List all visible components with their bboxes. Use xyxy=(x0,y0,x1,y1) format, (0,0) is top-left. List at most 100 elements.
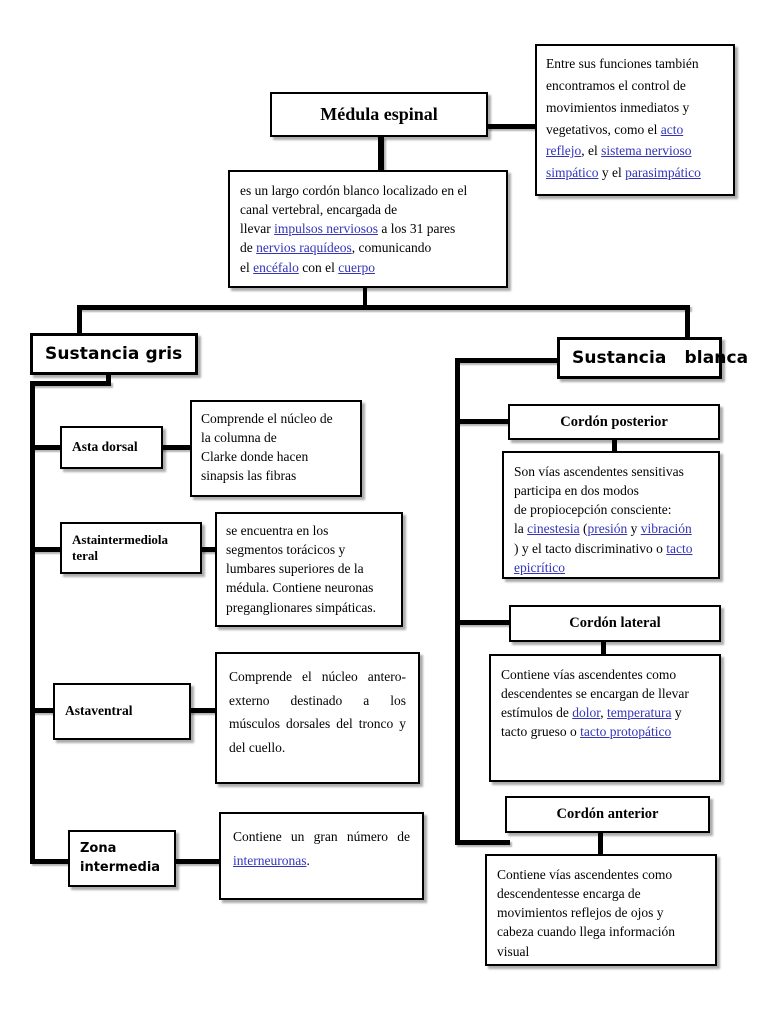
connector-right-spine xyxy=(455,358,460,844)
desc-asta-ventral[interactable]: Comprende el núcleo antero-externo desti… xyxy=(215,652,420,784)
node-cordon-anterior-label: Cordón anterior xyxy=(556,806,659,822)
desc-asta-intermediolateral-text: se encuentra en los segmentos torácicos … xyxy=(226,521,392,617)
note-funciones[interactable]: Entre sus funciones también encontramos … xyxy=(535,44,735,196)
link-sistema-nervioso-simpatico[interactable]: sistema nervioso simpático xyxy=(546,143,692,181)
connector-zona-intermedia-to-desc xyxy=(176,859,221,864)
link-dolor[interactable]: dolor xyxy=(572,705,601,721)
connector-stub-asta-ventral xyxy=(30,708,62,713)
desc-line: descendentesse encarga de xyxy=(497,886,641,902)
link-acto-reflejo[interactable]: acto reflejo xyxy=(546,121,684,159)
node-sustancia-blanca[interactable]: Sustancia blanca xyxy=(557,337,748,379)
connector-gris-elbow xyxy=(30,381,111,386)
link-encefalo[interactable]: encéfalo xyxy=(253,259,299,275)
connector-definition-stem xyxy=(363,287,367,309)
desc-zona-intermedia[interactable]: Contiene un gran número de interneuronas… xyxy=(219,812,424,900)
link-interneuronas[interactable]: interneuronas xyxy=(233,852,307,868)
desc-line: participa en dos modos xyxy=(514,483,639,499)
connector-gris-stem xyxy=(106,371,111,384)
desc-asta-dorsal-text: Comprende el núcleo de la columna de Cla… xyxy=(201,409,351,486)
link-impulsos-nerviosos[interactable]: impulsos nerviosos xyxy=(274,221,378,237)
desc-line: la cinestesia (presión y vibración xyxy=(514,521,692,537)
desc-line: Comprende el núcleo de xyxy=(201,411,333,426)
node-cordon-lateral-label: Cordón lateral xyxy=(569,615,661,631)
node-cordon-posterior[interactable]: Cordón posterior xyxy=(508,404,720,440)
node-zona-intermedia-label: Zona intermedia xyxy=(80,840,161,875)
desc-line: de propiocepción consciente: xyxy=(514,502,672,518)
node-medula-espinal-label: Médula espinal xyxy=(320,104,438,124)
link-cinestesia[interactable]: cinestesia xyxy=(527,521,580,537)
definicion-line-4: de nervios raquídeos, comunicando xyxy=(240,240,432,256)
desc-asta-intermediolateral[interactable]: se encuentra en los segmentos torácicos … xyxy=(215,512,403,627)
connector-stub-zona-intermedia xyxy=(30,859,70,864)
link-parasimpatico[interactable]: parasimpático xyxy=(625,165,701,181)
desc-line: Contiene vías ascendentes como xyxy=(501,667,677,682)
note-definicion-text: es un largo cordón blanco localizado en … xyxy=(240,181,496,277)
node-asta-ventral-label: Astaventral xyxy=(65,703,133,719)
connector-root-to-note xyxy=(487,124,537,129)
node-asta-ventral[interactable]: Astaventral xyxy=(53,683,191,740)
connector-stub-asta-intermediolateral xyxy=(30,547,62,552)
node-sustancia-gris[interactable]: Sustancia gris xyxy=(30,333,198,375)
desc-line: estímulos de dolor, temperatura y xyxy=(501,705,682,721)
note-seg-1: Entre sus funciones también encontramos … xyxy=(546,56,699,137)
desc-line: ) y el tacto discriminativo o tacto xyxy=(514,540,693,556)
node-asta-dorsal-label: Asta dorsal xyxy=(72,439,138,455)
node-cordon-anterior[interactable]: Cordón anterior xyxy=(505,796,710,833)
desc-cordon-anterior[interactable]: Contiene vías ascendentes como descenden… xyxy=(485,854,717,966)
desc-asta-dorsal[interactable]: Comprende el núcleo de la columna de Cla… xyxy=(190,400,362,497)
note-funciones-text: Entre sus funciones también encontramos … xyxy=(546,53,724,184)
node-medula-espinal[interactable]: Médula espinal xyxy=(270,92,488,137)
desc-line: cabeza cuando llega información xyxy=(497,924,676,940)
desc-line: la columna de xyxy=(201,430,277,446)
desc-line: segmentos torácicos y xyxy=(226,542,346,558)
desc-line: Clarke donde hacen xyxy=(201,449,309,465)
connector-drop-sustancia-blanca xyxy=(685,305,690,345)
link-tacto-epicritico-2[interactable]: epicrítico xyxy=(514,559,565,575)
desc-seg: Contiene un gran número de xyxy=(233,829,410,844)
connector-cordon-anterior-drop xyxy=(598,832,603,855)
node-asta-dorsal[interactable]: Asta dorsal xyxy=(60,426,163,469)
connector-root-to-definition xyxy=(378,137,384,170)
connector-left-spine xyxy=(30,381,35,864)
connector-stub-cordon-posterior xyxy=(455,419,510,424)
link-presion[interactable]: presión xyxy=(587,521,628,537)
link-nervios-raquideos[interactable]: nervios raquídeos xyxy=(256,240,352,256)
desc-line: tacto grueso o tacto protopático xyxy=(501,724,672,740)
link-vibracion[interactable]: vibración xyxy=(640,521,692,537)
node-zona-intermedia[interactable]: Zona intermedia xyxy=(68,830,176,887)
connector-drop-sustancia-gris xyxy=(77,305,82,333)
desc-cordon-lateral-text: Contiene vías ascendentes como descenden… xyxy=(501,665,709,742)
desc-asta-ventral-text: Comprende el núcleo antero-externo desti… xyxy=(229,669,406,755)
definicion-line-5: el encéfalo con el cuerpo xyxy=(240,259,375,275)
node-cordon-lateral[interactable]: Cordón lateral xyxy=(509,605,721,642)
desc-zona-intermedia-text: Contiene un gran número de interneuronas… xyxy=(233,825,410,872)
link-cuerpo[interactable]: cuerpo xyxy=(338,259,375,275)
node-asta-intermediolateral-label: Astaintermediola teral xyxy=(72,531,169,563)
desc-seg: . xyxy=(306,852,310,868)
link-tacto-epicritico-1[interactable]: tacto xyxy=(666,540,693,556)
desc-cordon-posterior-text: Son vías ascendentes sensitivas particip… xyxy=(514,462,708,577)
desc-cordon-posterior[interactable]: Son vías ascendentes sensitivas particip… xyxy=(502,451,720,579)
desc-cordon-anterior-text: Contiene vías ascendentes como descenden… xyxy=(497,865,705,961)
connector-asta-dorsal-to-desc xyxy=(160,445,192,450)
desc-line: movimientos reflejos de ojos y xyxy=(497,905,664,921)
desc-line: epicrítico xyxy=(514,558,708,577)
connector-asta-ventral-to-desc xyxy=(189,708,217,713)
connector-asta-intermediolateral-to-desc xyxy=(200,547,217,552)
node-sustancia-gris-label: Sustancia gris xyxy=(45,344,183,364)
connector-blanca-elbow xyxy=(455,358,565,363)
node-sustancia-blanca-label: Sustancia blanca xyxy=(572,348,749,368)
desc-cordon-lateral[interactable]: Contiene vías ascendentes como descenden… xyxy=(489,654,721,782)
connector-cordon-lateral-drop xyxy=(601,641,606,656)
desc-line: Son vías ascendentes sensitivas xyxy=(514,464,684,479)
node-asta-intermediolateral[interactable]: Astaintermediola teral xyxy=(60,522,202,574)
desc-line: lumbares superiores de la xyxy=(226,561,364,577)
node-cordon-posterior-label: Cordón posterior xyxy=(560,413,668,430)
desc-line: Contiene vías ascendentes como xyxy=(497,867,673,882)
desc-line: visual xyxy=(497,943,530,959)
note-seg-3: y el xyxy=(598,165,626,181)
link-temperatura[interactable]: temperatura xyxy=(606,705,672,721)
note-definicion-medula[interactable]: es un largo cordón blanco localizado en … xyxy=(228,170,508,288)
link-tacto-protopatico[interactable]: tacto protopático xyxy=(580,724,672,740)
